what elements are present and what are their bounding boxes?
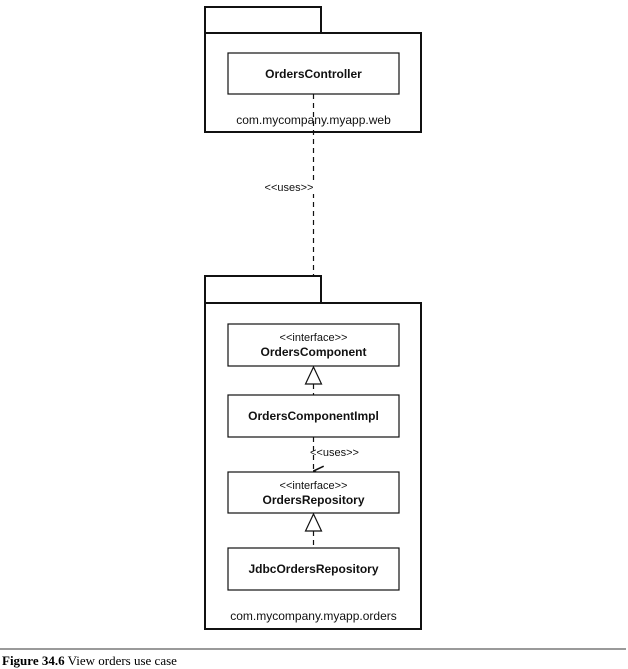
caption-divider [0,648,626,650]
orders-repository-label: OrdersRepository [262,493,364,507]
figure-caption-text: View orders use case [64,653,177,668]
orders-component-stereotype: <<interface>> [280,332,348,344]
orders-package: <<interface>> OrdersComponent OrdersComp… [204,275,422,630]
orders-component-impl-label: OrdersComponentImpl [248,409,379,423]
uses-label-background [258,180,318,194]
jdbc-orders-repository-box [227,547,400,591]
orders-component-box [227,323,400,367]
orders-package-tab [204,275,322,304]
orders-component-impl-box [227,394,400,438]
orders-component-label: OrdersComponent [260,345,366,359]
realization-triangle-1 [304,365,323,385]
uses-label-top: <<uses>> [265,182,314,194]
orders-package-label: com.mycompany.myapp.orders [230,609,397,623]
orders-controller-label: OrdersController [265,67,362,81]
figure-caption: Figure 34.6 View orders use case [2,653,177,669]
jdbc-orders-repository-label: JdbcOrdersRepository [248,562,378,576]
figure-number: Figure 34.6 [2,653,65,668]
uses-label-inner: <<uses>> [310,447,359,459]
web-package-label: com.mycompany.myapp.web [236,113,391,127]
web-package-tab [204,6,322,34]
orders-repository-stereotype: <<interface>> [280,480,348,492]
realization-triangle-2 [304,512,323,532]
orders-controller-box [227,52,400,95]
